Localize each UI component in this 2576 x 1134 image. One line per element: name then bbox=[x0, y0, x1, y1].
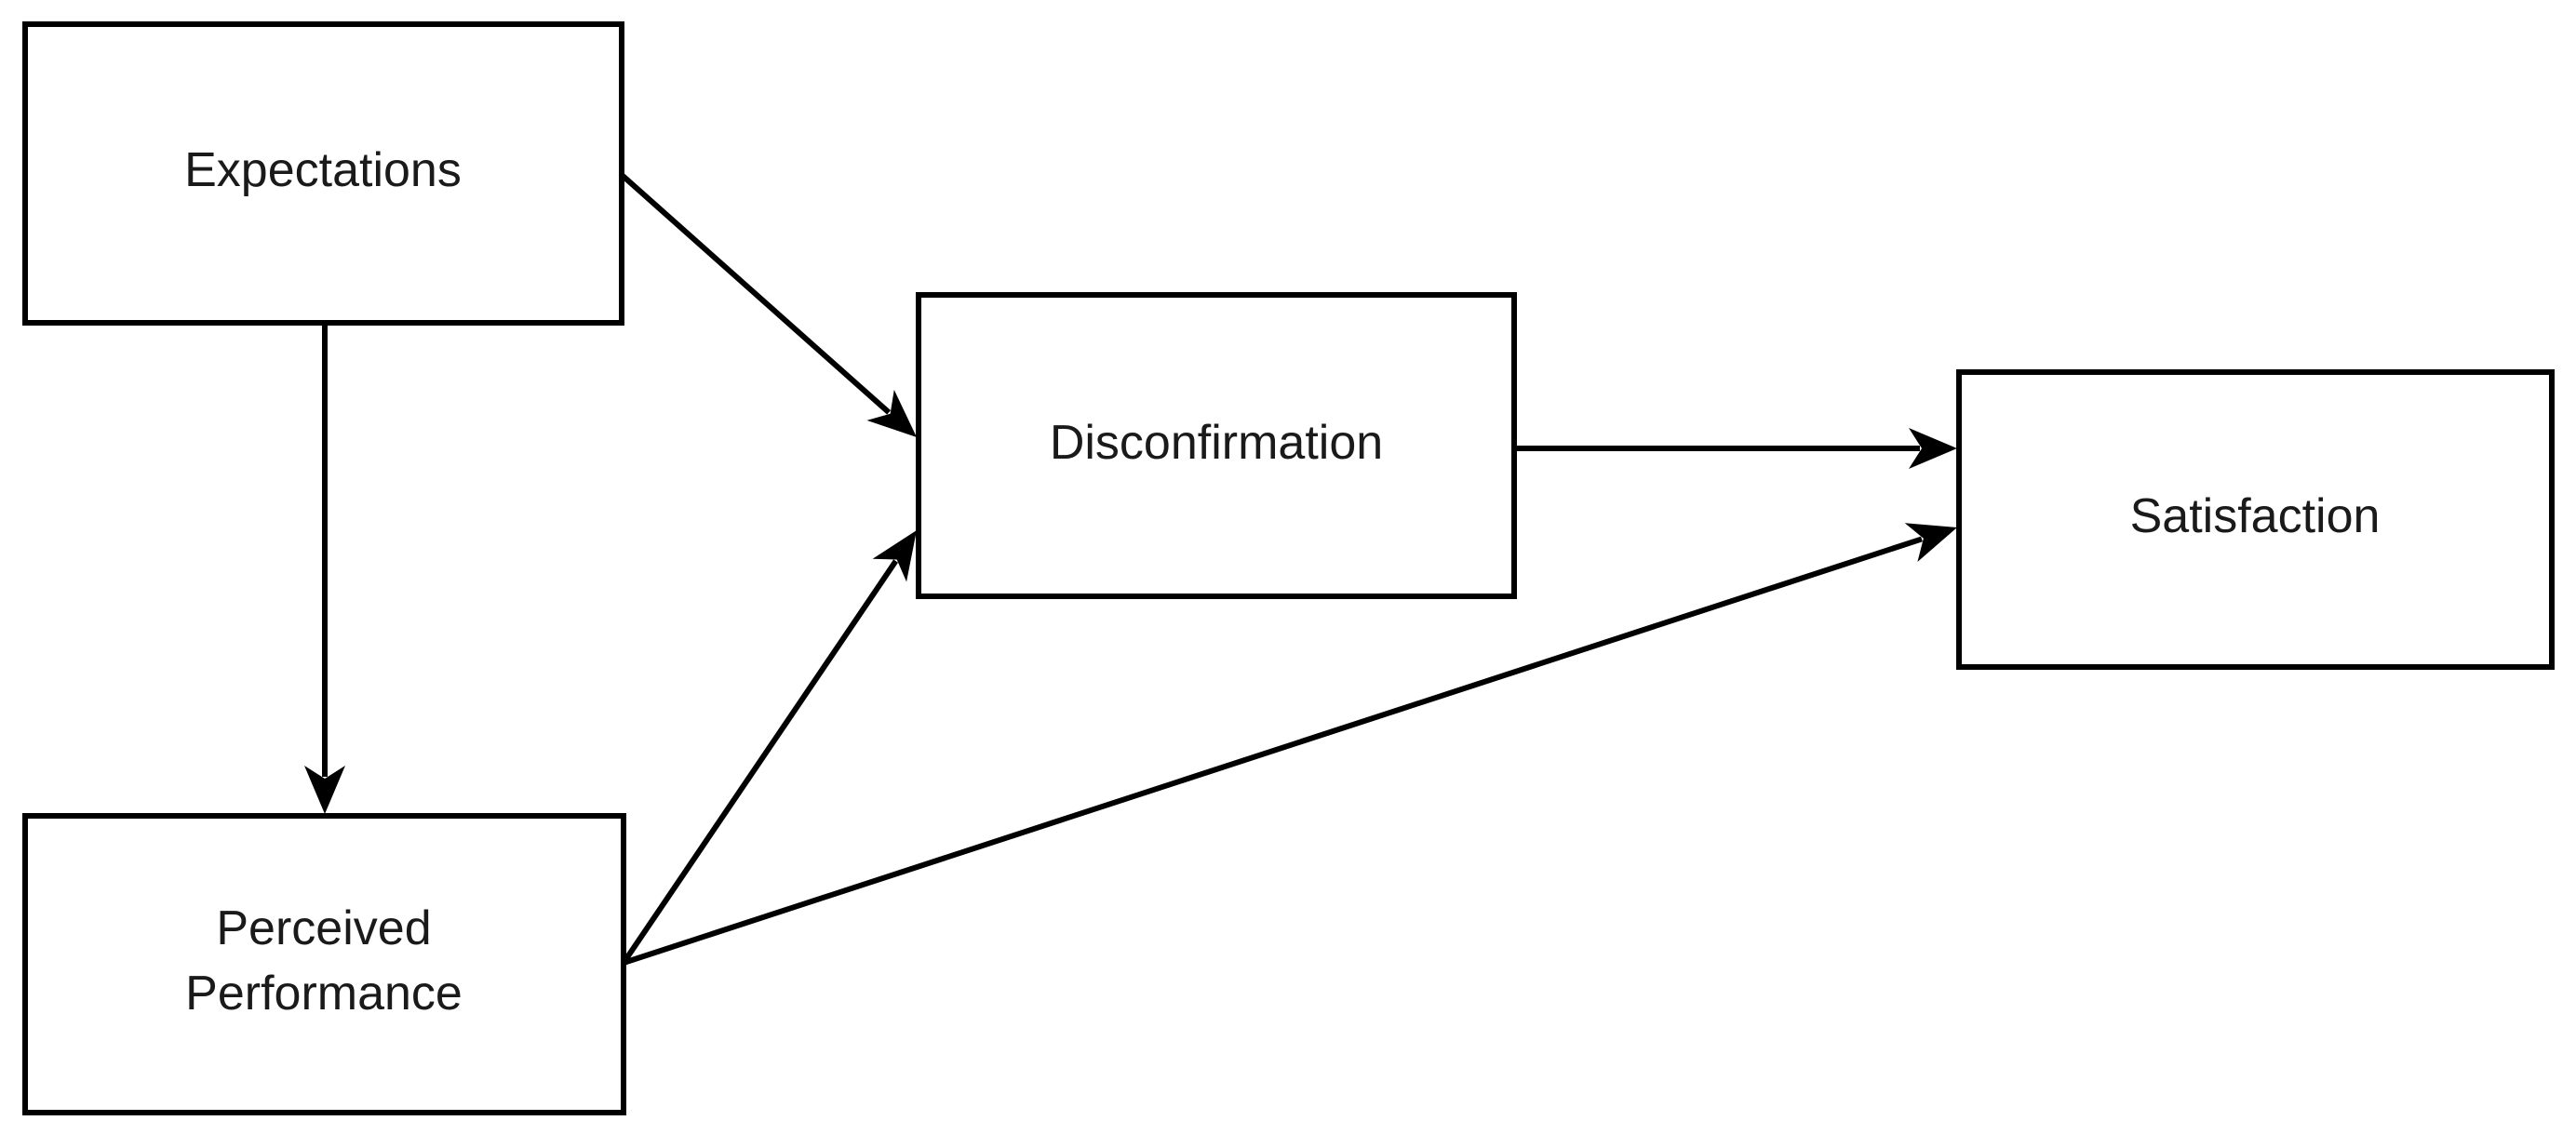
arrowhead-icon bbox=[304, 766, 345, 814]
node-box-disconfirmation[interactable] bbox=[916, 292, 1517, 599]
node-expectations[interactable]: Expectations bbox=[22, 21, 624, 326]
node-label-line: Perceived bbox=[216, 901, 431, 955]
node-disconfirmation[interactable]: Disconfirmation bbox=[916, 292, 1517, 599]
node-label-line: Satisfaction bbox=[2130, 489, 2381, 543]
edge-expectations-to-perceived-performance bbox=[304, 323, 345, 814]
edge-line bbox=[623, 536, 1923, 966]
edge-disconfirmation-to-satisfaction bbox=[1514, 428, 1957, 469]
arrowhead-icon bbox=[866, 390, 917, 437]
edge-expectations-to-disconfirmation bbox=[620, 172, 917, 437]
edges-layer bbox=[304, 172, 1957, 966]
node-label-satisfaction: Satisfaction bbox=[2130, 489, 2381, 543]
edge-line bbox=[621, 559, 899, 965]
arrowhead-icon bbox=[1904, 523, 1957, 563]
edge-line bbox=[620, 172, 892, 415]
node-label-line: Expectations bbox=[184, 143, 462, 197]
arrowhead-icon bbox=[872, 530, 917, 582]
node-label-disconfirmation: Disconfirmation bbox=[1050, 416, 1383, 470]
node-label-line: Disconfirmation bbox=[1050, 416, 1383, 470]
arrowhead-icon bbox=[1909, 428, 1957, 469]
node-box-expectations[interactable] bbox=[22, 21, 624, 326]
node-box-perceived-performance[interactable] bbox=[22, 813, 626, 1115]
node-label-line: Performance bbox=[185, 967, 463, 1021]
node-satisfaction[interactable]: Satisfaction bbox=[1956, 369, 2555, 670]
node-box-satisfaction[interactable] bbox=[1956, 369, 2555, 670]
edge-perceived-performance-to-satisfaction bbox=[623, 523, 1957, 966]
node-label-expectations: Expectations bbox=[184, 143, 462, 197]
edge-perceived-performance-to-disconfirmation bbox=[621, 530, 917, 965]
